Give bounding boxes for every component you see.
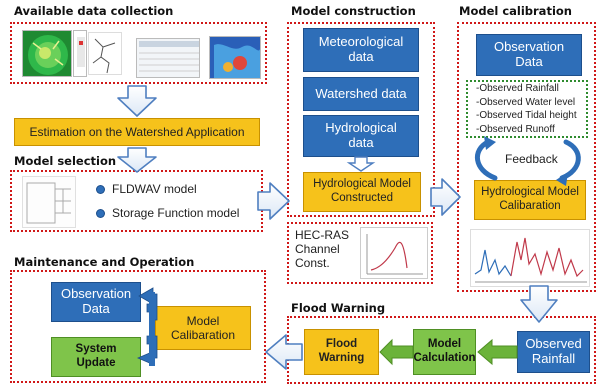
observation-data-box: Observation Data <box>476 34 582 76</box>
arrow-down-icon <box>117 85 157 117</box>
arrow-down-icon <box>346 156 376 172</box>
storage-function-model-label: Storage Function model <box>112 206 240 220</box>
hydrological-data-box: Hydrological data <box>303 115 419 157</box>
observation-item: -Observed Water level <box>476 96 576 108</box>
arrow-left-icon <box>477 338 518 366</box>
storage-function-model-item: Storage Function model <box>97 206 239 220</box>
flood-warning-title: Flood Warning <box>291 301 386 315</box>
hec-ras-chart-thumbnail <box>360 227 428 279</box>
model-diagram-thumbnail <box>22 176 76 228</box>
arrow-left-icon <box>379 338 414 366</box>
feedback-label: Feedback <box>505 152 558 166</box>
flood-warning-box: Flood Warning <box>304 329 379 375</box>
observation-item: -Observed Rainfall <box>476 83 559 94</box>
maintenance-title: Maintenance and Operation <box>14 255 195 269</box>
table-thumbnail <box>136 38 200 78</box>
model-construction-title: Model construction <box>291 4 416 18</box>
arrow-down-icon <box>117 147 157 173</box>
maint-model-calibration-box: Model Calibaration <box>155 306 251 350</box>
available-data-title: Available data collection <box>14 4 174 18</box>
radar-map-thumbnail <box>22 30 72 77</box>
observation-list-frame <box>466 80 588 138</box>
watershed-data-box: Watershed data <box>303 77 419 111</box>
feedback-loop-right-icon <box>559 139 581 181</box>
maint-observation-data-box: Observation Data <box>51 282 141 322</box>
feedback-arrowhead-icon <box>556 172 568 186</box>
bullet-icon <box>97 209 104 217</box>
available-data-frame <box>10 22 267 84</box>
fldwav-model-label: FLDWAV model <box>112 182 197 196</box>
model-selection-title: Model selection <box>14 154 117 168</box>
estimation-box: Estimation on the Watershed Application <box>14 118 260 146</box>
hec-ras-label: HEC-RAS Channel Const. <box>295 228 350 270</box>
arrow-right-icon <box>257 182 290 220</box>
model-calibration-frame <box>457 22 596 292</box>
observed-rainfall-box: Observed Rainfall <box>517 331 590 373</box>
network-thumbnail <box>88 32 122 75</box>
feedback-loop-left-icon <box>475 139 498 181</box>
system-update-box: System Update <box>51 337 141 377</box>
maintenance-connector <box>149 292 155 366</box>
hec-ras-frame <box>287 222 433 284</box>
model-construction-frame <box>287 22 435 217</box>
observation-item: -Observed Runoff <box>476 123 555 135</box>
arrow-left-icon <box>265 334 303 370</box>
feedback-arrowhead-icon <box>484 136 496 150</box>
observation-list: -Observed Rainfall -Observed Water level… <box>476 82 577 136</box>
arrow-down-icon <box>520 285 558 323</box>
hydrological-model-calibration-box: Hydrological Model Calibaration <box>474 180 586 220</box>
rainfall-map-thumbnail <box>209 36 261 79</box>
hydrological-model-constructed-box: Hydrological Model Constructed <box>303 172 421 212</box>
calibration-chart-thumbnail <box>470 229 590 287</box>
model-calibration-title: Model calibration <box>459 4 572 18</box>
fldwav-model-item: FLDWAV model <box>97 182 197 196</box>
bullet-icon <box>97 185 104 193</box>
model-calculation-box: Model Calculation <box>413 329 476 375</box>
observation-item: -Observed Tidal height <box>476 110 577 121</box>
maintenance-frame <box>10 270 266 383</box>
arrow-right-icon <box>430 178 461 216</box>
chart-thumbnail <box>73 30 87 77</box>
meteorological-data-box: Meteorological data <box>303 28 419 72</box>
